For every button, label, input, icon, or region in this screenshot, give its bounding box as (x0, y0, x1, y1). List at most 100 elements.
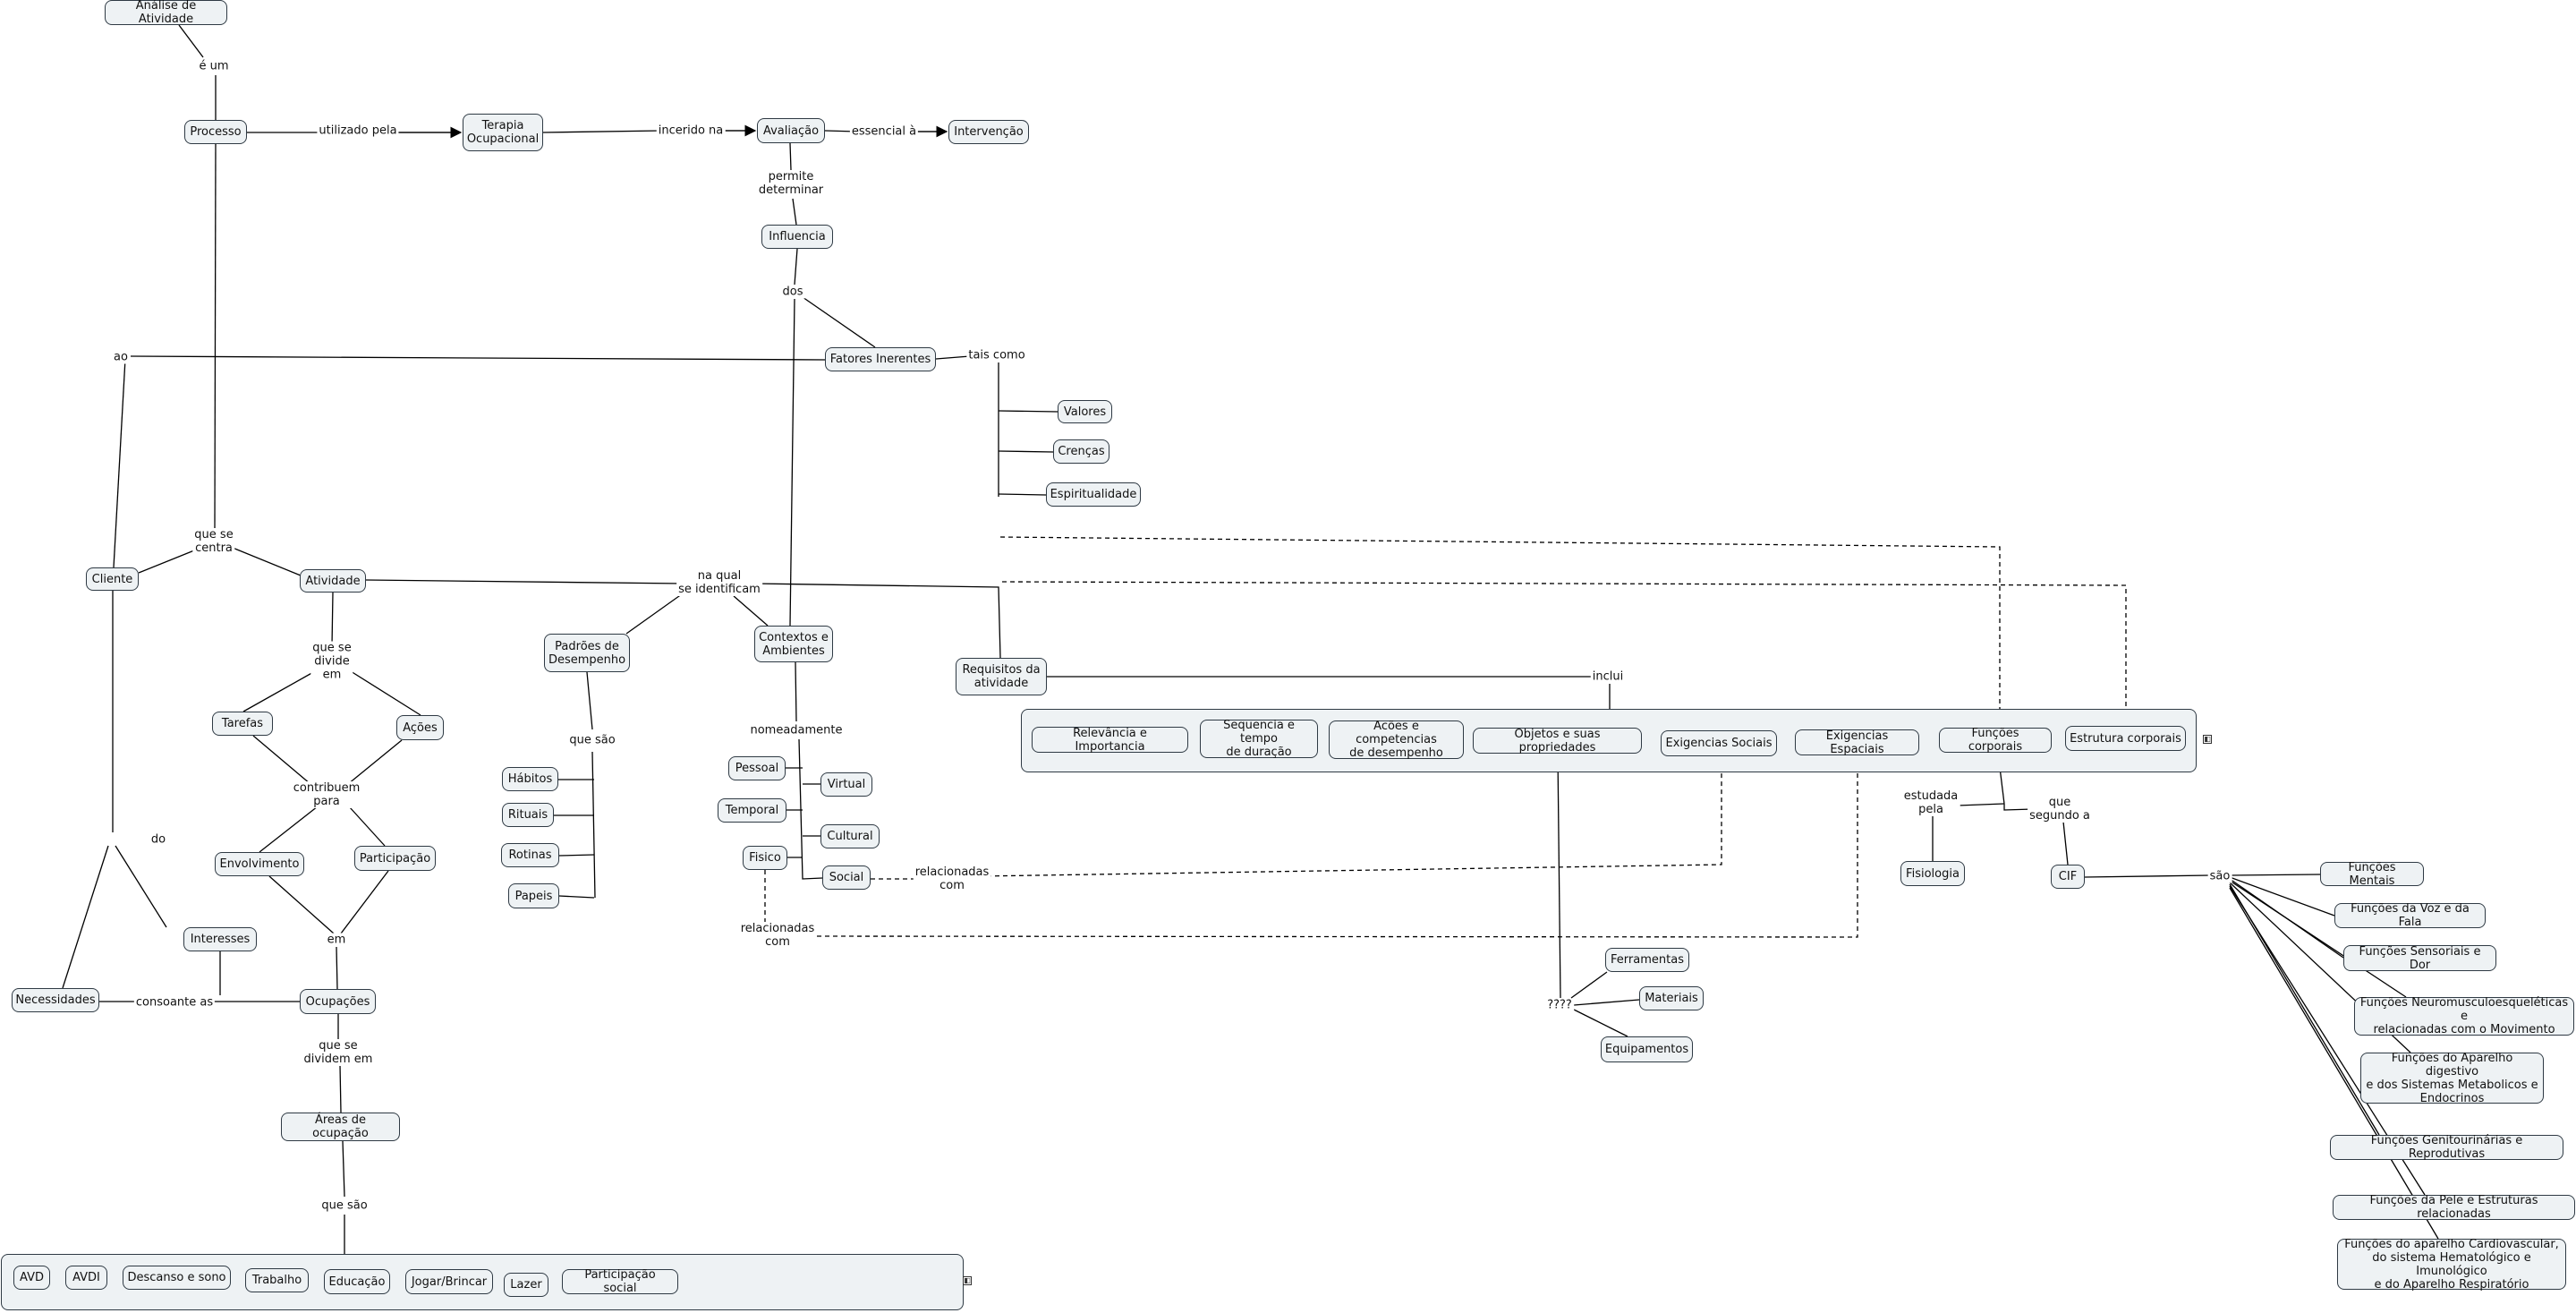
connector-line (794, 248, 798, 286)
connector-line (2062, 821, 2069, 865)
label-que-se-dividem-em: que se dividem em (302, 1039, 375, 1066)
connector-line (1573, 1009, 1628, 1037)
label-e-um: é um (197, 59, 231, 73)
node-fatores-inerentes[interactable]: Fatores Inerentes (825, 347, 936, 371)
node-avd[interactable]: AVD (13, 1266, 50, 1290)
node-rituais[interactable]: Rituais (502, 803, 554, 827)
node-terapia-ocupacional[interactable]: Terapia Ocupacional (463, 114, 543, 151)
node-crencas[interactable]: Crenças (1053, 439, 1109, 464)
node-tarefas[interactable]: Tarefas (212, 712, 273, 736)
connector-line (2003, 804, 2034, 811)
label-nomeadamente: nomeadamente (748, 723, 845, 737)
node-descanso-e-sono[interactable]: Descanso e sono (123, 1266, 231, 1290)
node-equipamentos[interactable]: Equipamentos (1601, 1036, 1693, 1062)
node-processo[interactable]: Processo (184, 120, 247, 144)
node-funcoes-aparelho-digestivo[interactable]: Funções do Aparelho digestivo e dos Sist… (2360, 1052, 2544, 1105)
node-papeis[interactable]: Papeis (508, 883, 559, 908)
node-participacao-social[interactable]: Participação social (562, 1268, 678, 1295)
node-funcoes-cardiovascular[interactable]: Funções do aparelho Cardiovascular, do s… (2337, 1238, 2566, 1292)
node-relevancia-e-importancia[interactable]: Relevância e Importancia (1032, 727, 1188, 754)
connector-line (1557, 753, 1561, 999)
node-espiritualidade[interactable]: Espiritualidade (1046, 482, 1141, 507)
node-valores[interactable]: Valores (1058, 400, 1112, 423)
connector-line (542, 130, 663, 133)
expand-requisitos-icon[interactable]: ◧ (2203, 735, 2212, 744)
connector-line (252, 735, 311, 785)
node-funcoes-neuromusculoesqueleticas[interactable]: Funções Neuromusculoesqueléticas e relac… (2354, 996, 2574, 1036)
node-necessidades[interactable]: Necessidades (12, 988, 99, 1012)
connector-line (798, 738, 823, 880)
node-temporal[interactable]: Temporal (718, 798, 786, 823)
node-ocupacoes[interactable]: Ocupações (300, 989, 376, 1014)
connector-line (978, 756, 1722, 877)
connector-line (178, 24, 204, 58)
connector-line (339, 1064, 342, 1113)
node-rotinas[interactable]: Rotinas (501, 843, 559, 867)
connector-line (753, 583, 1001, 659)
node-ferramentas[interactable]: Ferramentas (1605, 948, 1689, 972)
label-na-qual-se-identificam: na qual se identificam (676, 569, 762, 596)
connector-line (1957, 803, 2005, 806)
node-objetos-e-suas-propriedades[interactable]: Objetos e suas propriedades (1473, 728, 1642, 755)
node-lazer[interactable]: Lazer (504, 1273, 548, 1297)
node-funcoes-genitourinarias[interactable]: Funções Genitourinárias e Reprodutivas (2330, 1134, 2563, 1161)
node-estrutura-corporais[interactable]: Estrutura corporais (2065, 726, 2186, 751)
label-sao: são (2207, 869, 2232, 883)
node-intervencao[interactable]: Intervenção (948, 120, 1029, 144)
connector-line (586, 671, 593, 730)
connector-line (591, 751, 596, 899)
node-funcoes-mentais[interactable]: Funções Mentais (2320, 861, 2424, 888)
node-virtual[interactable]: Virtual (820, 772, 872, 797)
connector-line (935, 355, 971, 360)
node-contextos-e-ambientes[interactable]: Contextos e Ambientes (754, 626, 833, 662)
connector-line (816, 755, 1858, 938)
node-participacao[interactable]: Participação (354, 846, 436, 871)
node-funcoes-da-pele[interactable]: Funções da Pele e Estruturas relacionada… (2333, 1194, 2575, 1221)
connector-line (259, 806, 319, 853)
node-avaliacao[interactable]: Avaliação (757, 118, 825, 143)
label-que-se-divide-em: que se divide em (310, 641, 353, 682)
node-analise-de-atividade[interactable]: Análise de Atividade (105, 0, 227, 26)
node-funcoes-sensoriais-e-dor[interactable]: Funções Sensoriais e Dor (2343, 945, 2496, 972)
node-social[interactable]: Social (822, 865, 871, 890)
node-trabalho[interactable]: Trabalho (245, 1268, 309, 1292)
node-sequencia-e-tempo[interactable]: Sequencia e tempo de duração (1200, 719, 1318, 759)
node-exigencias-sociais[interactable]: Exigencias Sociais (1661, 730, 1777, 756)
node-habitos[interactable]: Hábitos (502, 767, 558, 791)
label-incerido-na: incerido na (656, 124, 726, 138)
node-acoes-e-competencias[interactable]: Acões e competencias de desempenho (1329, 720, 1464, 760)
node-cif[interactable]: CIF (2051, 865, 2085, 889)
node-funcoes-corporais[interactable]: Funções corporais (1939, 727, 2052, 754)
connector-line (1001, 581, 2127, 726)
node-padroes-de-desempenho[interactable]: Padrões de Desempenho (544, 634, 630, 672)
node-materiais[interactable]: Materiais (1639, 986, 1704, 1010)
connector-line (2229, 887, 2439, 1240)
label-que-sao-padroes: que são (567, 733, 617, 747)
node-avdi[interactable]: AVDI (65, 1266, 107, 1290)
node-interesses[interactable]: Interesses (183, 927, 257, 951)
node-requisitos-da-atividade[interactable]: Requisitos da atividade (956, 658, 1047, 695)
node-envolvimento[interactable]: Envolvimento (215, 852, 304, 876)
node-educacao[interactable]: Educação (324, 1269, 390, 1294)
node-fisiologia[interactable]: Fisiologia (1900, 861, 1965, 886)
node-acoes[interactable]: Ações (396, 715, 444, 740)
node-pessoal[interactable]: Pessoal (728, 756, 786, 780)
expand-areas-icon[interactable]: ◧ (963, 1276, 972, 1285)
connector-line (2229, 880, 2407, 998)
label-consoante-as: consoante as (133, 995, 216, 1010)
label-em: em (325, 933, 348, 947)
node-jogar-brincar[interactable]: Jogar/Brincar (405, 1269, 493, 1294)
node-fisico[interactable]: Fisico (743, 846, 787, 870)
node-exigencias-espaciais[interactable]: Exigencias Espaciais (1795, 729, 1919, 756)
node-areas-de-ocupacao[interactable]: Áreas de ocupação (281, 1113, 400, 1141)
node-cliente[interactable]: Cliente (86, 567, 139, 591)
node-influencia[interactable]: Influencia (761, 225, 833, 249)
node-atividade[interactable]: Atividade (300, 569, 366, 593)
node-cultural[interactable]: Cultural (820, 824, 880, 848)
label-utilizado-pela: utilizado pela (317, 124, 399, 138)
label-relacionadas-com-fisico: relacionadas com (738, 922, 817, 949)
connector-line (558, 854, 595, 857)
node-funcoes-da-voz-e-da-fala[interactable]: Funções da Voz e da Fala (2334, 902, 2486, 929)
